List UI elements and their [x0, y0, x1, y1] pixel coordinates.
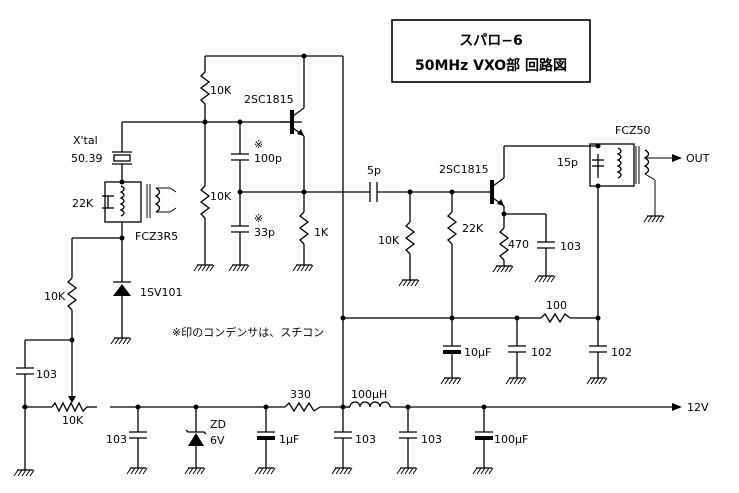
- transistor-2: 2SC1815: [439, 146, 505, 214]
- resistor-330: 330: [284, 388, 321, 413]
- resistor-10k-top-label: 10K: [210, 84, 232, 97]
- ground-icon: [643, 215, 665, 223]
- vr-10k: 10K: [51, 340, 88, 427]
- ground-icon: [13, 469, 35, 477]
- resistor-1k-label: 1K: [314, 226, 329, 239]
- xtal-value: 50.39: [71, 152, 103, 165]
- resistor-100-label: 100: [546, 299, 567, 312]
- coil-fcz50: FCZ50 15p OUT: [557, 124, 710, 216]
- ground-icon: [534, 275, 556, 283]
- fcz3r5-label: FCZ3R5: [135, 230, 178, 243]
- transistor-2-label: 2SC1815: [439, 163, 489, 176]
- zd-value: 6V: [210, 434, 225, 447]
- cap-10uf-label: 10μF: [464, 346, 491, 359]
- cap-102a: 102: [508, 318, 552, 378]
- resistor-10k-top: 10K: [199, 56, 232, 186]
- ground-icon: [193, 264, 215, 272]
- ground-icon: [292, 264, 314, 272]
- resistor-330-label: 330: [290, 388, 311, 401]
- cap-1uf-label: 1μF: [279, 433, 299, 446]
- cap-100uf-label: 100μF: [494, 433, 528, 446]
- inductor-100uh-label: 100μH: [351, 388, 387, 401]
- ground-icon: [331, 467, 353, 475]
- resistor-470: 470: [498, 214, 529, 266]
- resistor-100: 100: [540, 299, 598, 324]
- title-line1: スパロ−6: [459, 33, 522, 49]
- cap-103-d-label: 103: [421, 433, 442, 446]
- cap-103-b-label: 103: [106, 433, 127, 446]
- ground-icon: [126, 467, 148, 475]
- out-arrow-icon: [672, 154, 682, 162]
- cap-5p: 5p: [367, 164, 485, 202]
- title-box: スパロ−6 50MHz VXO部 回路図: [391, 19, 591, 83]
- cap-103-d: 103: [399, 407, 442, 468]
- cap-100p: ※ 100p: [231, 122, 282, 226]
- cap-33p: ※ 33p: [231, 212, 275, 265]
- note-text: ※印のコンデンサは、スチコン: [172, 325, 324, 339]
- supply-label: 12V: [687, 401, 709, 414]
- cap-10uf: 10μF: [443, 318, 491, 378]
- ground-icon: [396, 467, 418, 475]
- cap-5p-label: 5p: [367, 164, 381, 177]
- ground-icon: [254, 467, 276, 475]
- supply-rail: 12V: [22, 401, 709, 414]
- cap-100uf: 100μF: [475, 407, 528, 468]
- cap-103-b: 103: [106, 407, 147, 468]
- cap-103-left: 103: [16, 340, 57, 470]
- crystal: X'tal 50.39: [71, 122, 132, 182]
- diode-label: 1SV101: [140, 286, 183, 299]
- varicap-diode: 1SV101: [113, 238, 183, 338]
- transistor-1-label: 2SC1815: [244, 93, 294, 106]
- ground-icon: [228, 264, 250, 272]
- cap-103-emitter-label: 103: [560, 240, 581, 253]
- cap-103-left-label: 103: [36, 368, 57, 381]
- cap-1uf: 1μF: [257, 407, 299, 468]
- fcz3r5-cap-label: 22K: [72, 197, 94, 210]
- fcz50-cap-label: 15p: [557, 156, 578, 169]
- ground-icon: [505, 377, 527, 385]
- resistor-10k-left: 10K: [44, 238, 78, 340]
- cap-33p-label: 33p: [254, 226, 275, 239]
- resistor-1k: 1K: [298, 192, 329, 265]
- cap-102a-label: 102: [531, 346, 552, 359]
- zd-label: ZD: [210, 418, 226, 431]
- resistor-10k-b-label: 10K: [378, 234, 400, 247]
- ground-icon: [492, 265, 514, 273]
- resistor-10k-mid-label: 10K: [210, 190, 232, 203]
- transistor-1: 2SC1815: [244, 56, 305, 192]
- resistor-10k-b: 10K: [378, 192, 416, 280]
- ground-icon: [110, 337, 132, 345]
- xtal-label: X'tal: [73, 134, 98, 147]
- ground-icon: [184, 467, 206, 475]
- cap-103-emitter: 103: [537, 214, 581, 276]
- title-line2: 50MHz VXO部 回路図: [415, 57, 567, 74]
- ground-icon: [472, 467, 494, 475]
- ground-icon: [398, 279, 420, 287]
- vr-10k-label: 10K: [62, 414, 84, 427]
- ground-icon: [586, 377, 608, 385]
- mark-33p: ※: [254, 212, 263, 225]
- resistor-22k-b: 22K: [446, 192, 484, 318]
- supply-arrow-icon: [672, 403, 682, 411]
- cap-103-c: 103: [334, 418, 376, 468]
- inductor-100uh: 100μH: [343, 388, 395, 408]
- zener-diode: ZD 6V: [185, 407, 226, 468]
- cap-102b-label: 102: [611, 346, 632, 359]
- resistor-10k-mid: 10K: [199, 185, 232, 265]
- cap-100p-label: 100p: [254, 152, 282, 165]
- ground-icon: [440, 377, 462, 385]
- fcz50-label: FCZ50: [615, 124, 651, 137]
- out-label: OUT: [686, 152, 710, 165]
- resistor-22k-b-label: 22K: [462, 222, 484, 235]
- resistor-10k-left-label: 10K: [44, 290, 66, 303]
- cap-102b: 102: [589, 318, 632, 378]
- mark-100p: ※: [254, 138, 263, 151]
- cap-103-c-label: 103: [355, 433, 376, 446]
- coil-fcz3r5: 22K FCZ3R5: [72, 181, 178, 243]
- resistor-470-label: 470: [508, 238, 529, 251]
